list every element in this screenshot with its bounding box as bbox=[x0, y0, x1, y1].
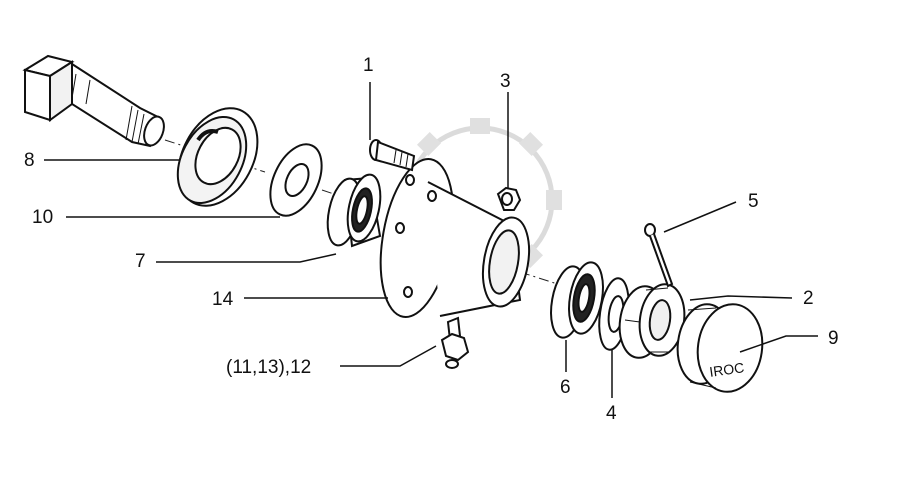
callout-2: 2 bbox=[803, 288, 814, 309]
leader-7 bbox=[156, 253, 337, 263]
leader-2 bbox=[689, 295, 793, 301]
hub-cap: IROC bbox=[676, 303, 764, 393]
callout-7: 7 bbox=[135, 251, 146, 272]
inner-bearing bbox=[326, 173, 382, 248]
leader-9 bbox=[739, 335, 818, 353]
callout-9: 9 bbox=[828, 328, 839, 349]
hub-cap-text: IROC bbox=[708, 359, 745, 380]
callout-4: 4 bbox=[606, 403, 617, 424]
spindle-shaft bbox=[22, 54, 165, 148]
callout-12: (11,13),12 bbox=[226, 357, 312, 378]
callout-5: 5 bbox=[748, 191, 759, 212]
leader-lines bbox=[44, 82, 818, 398]
wheel-hub bbox=[379, 157, 531, 319]
callout-6: 6 bbox=[560, 377, 571, 398]
wheel-nut bbox=[496, 186, 522, 211]
grease-nipple bbox=[440, 316, 470, 369]
thrust-washer bbox=[269, 143, 323, 217]
cotter-pin bbox=[644, 223, 674, 288]
outer-bearing bbox=[550, 261, 604, 339]
callout-3: 3 bbox=[500, 71, 511, 92]
castle-nut bbox=[618, 283, 686, 359]
callout-10: 10 bbox=[32, 207, 54, 228]
wheel-bolt bbox=[369, 139, 416, 172]
callout-8: 8 bbox=[24, 150, 35, 171]
seal-ring bbox=[176, 107, 259, 207]
leader-5 bbox=[663, 201, 737, 233]
callout-14: 14 bbox=[212, 289, 234, 310]
callout-1: 1 bbox=[363, 55, 374, 76]
leader-12 bbox=[340, 345, 437, 367]
